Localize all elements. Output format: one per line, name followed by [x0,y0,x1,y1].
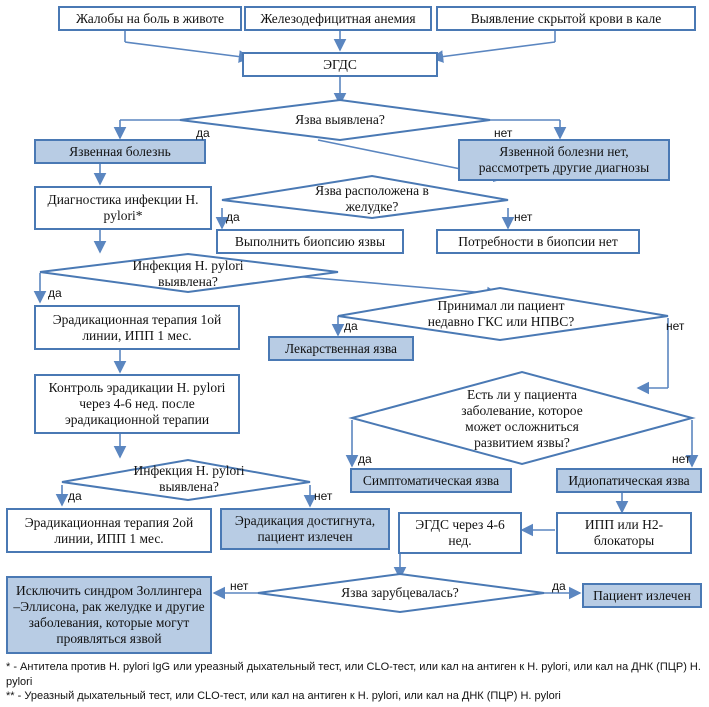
footnote-1: * - Антитела против H. pylori IgG или ур… [6,661,701,688]
label-no: нет [494,126,513,140]
text-nsaid: Принимал ли пациент недавно ГКС или НПВС… [427,298,575,329]
box-egds-4-6: ЭГДС через 4-6 нед. [398,512,522,554]
label-no: нет [514,210,533,224]
footnote-2: ** - Уреазный дыхательный тест, или CLO-… [6,690,561,702]
label-yes: да [552,579,566,593]
label-yes: да [344,319,358,333]
label-no: нет [230,579,249,593]
box-exclude-ze: Исключить синдром Золлингера –Эллисона, … [6,576,212,654]
text-scarred: Язва зарубцевалась? [341,585,459,600]
label-yes: да [358,452,372,466]
decision-scarred [257,572,545,614]
box-symptomatic: Симптоматическая язва [350,468,512,493]
box-ppi-h2: ИПП или H2-блокаторы [556,512,692,554]
box-erad-2: Эрадикационная терапия 2ой линии, ИПП 1 … [6,508,212,553]
label-no: нет [666,319,685,333]
box-control-erad: Контроль эрадикации H. pylori через 4-6 … [34,374,240,434]
text-hp-1: Инфекция H. pylori выявлена? [132,258,244,289]
decision-hp-2 [61,458,311,502]
label-yes: да [226,210,240,224]
decision-disease [348,370,696,466]
box-no-ulcer: Язвенной болезни нет, рассмотреть другие… [458,139,670,181]
box-anemia: Железодефицитная анемия [244,6,432,31]
text-hp-2: Инфекция H. pylori выявлена? [133,463,245,494]
decision-hp-1 [39,252,339,294]
box-cured: Пациент излечен [582,583,702,608]
label-yes: да [68,489,82,503]
box-biopsy: Выполнить биопсию язвы [216,229,404,254]
box-ulcer-disease: Язвенная болезнь [34,139,206,164]
box-abdominal-pain: Жалобы на боль в животе [58,6,242,31]
box-erad-1: Эрадикационная терапия 1ой линии, ИПП 1 … [34,305,240,350]
box-hp-diagnostics: Диагностика инфекции H. pylori* [34,186,212,230]
box-egds: ЭГДС [242,52,438,77]
text-ulcer-found: Язва выявлена? [295,112,385,127]
text-disease: Есть ли у пациента заболевание, которое … [461,387,583,450]
label-no: нет [672,452,691,466]
box-no-biopsy: Потребности в биопсии нет [436,229,640,254]
label-no: нет [314,489,333,503]
box-idiopathic: Идиопатическая язва [556,468,702,493]
decision-nsaid [337,286,669,342]
box-occult-blood: Выявление скрытой крови в кале [436,6,696,31]
label-yes: да [48,286,62,300]
box-erad-achieved: Эрадикация достигнута, пациент излечен [220,508,390,550]
decision-gastric [221,174,509,220]
decision-ulcer-found [179,98,491,142]
text-gastric: Язва расположена в желудке? [315,183,429,214]
box-drug-ulcer: Лекарственная язва [268,336,414,361]
label-yes: да [196,126,210,140]
